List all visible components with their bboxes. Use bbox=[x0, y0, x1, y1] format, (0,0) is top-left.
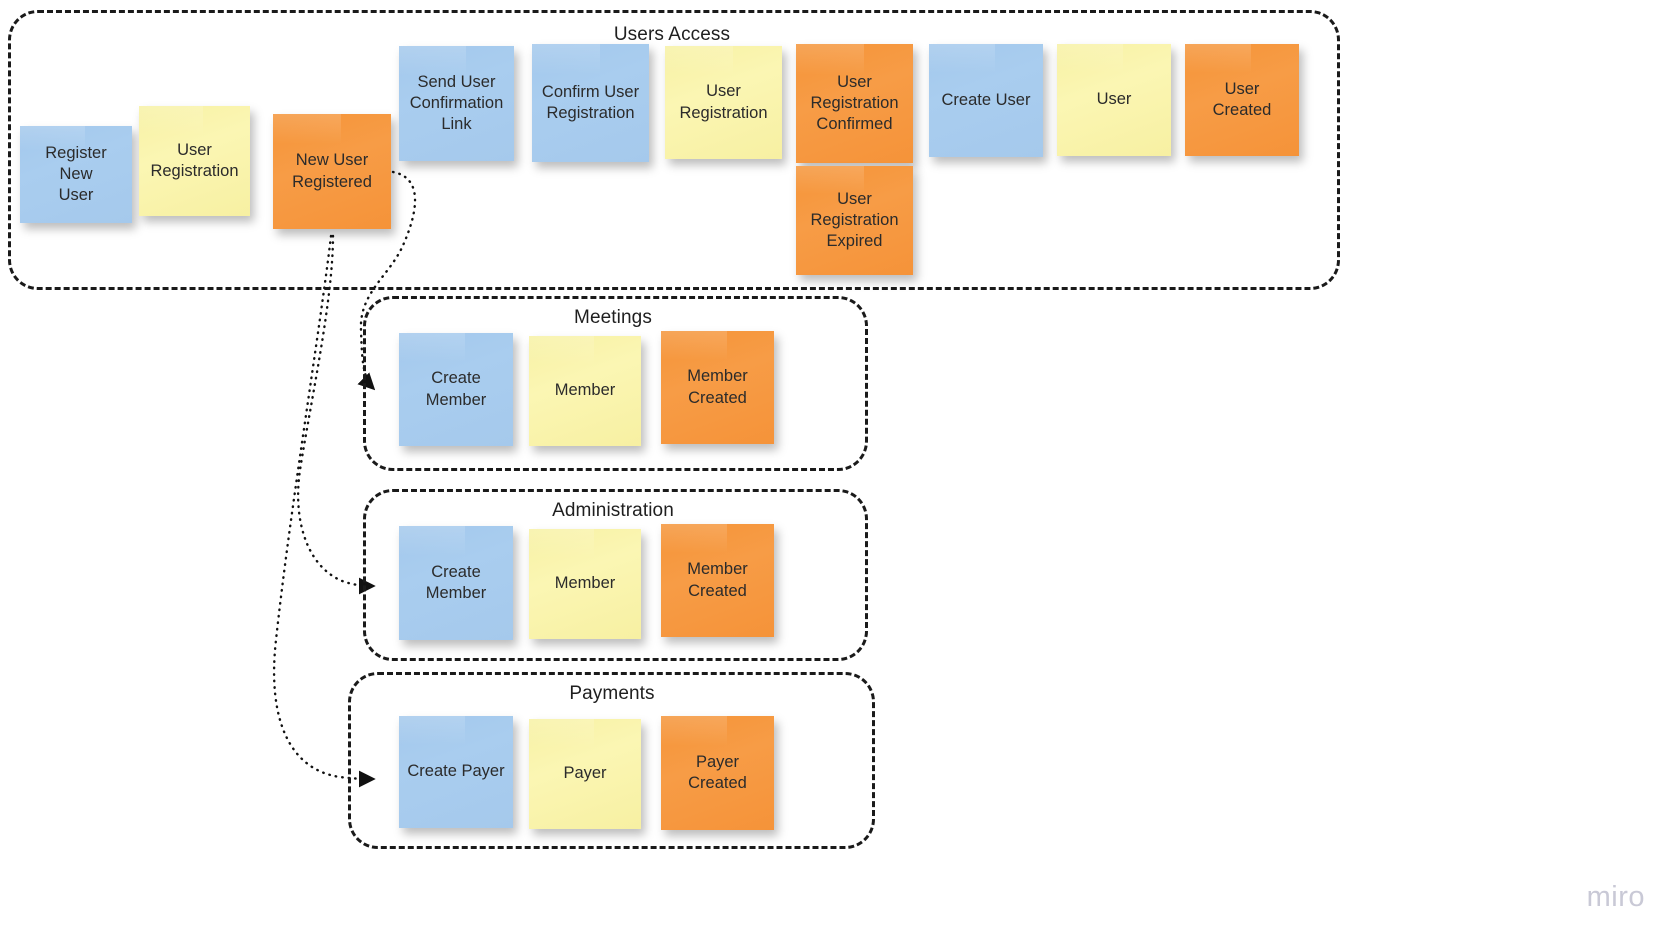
group-title-users-access: Users Access bbox=[613, 24, 731, 45]
sticky-note-user-registration-2[interactable]: User Registration bbox=[665, 46, 782, 159]
sticky-note-member-created-meetings[interactable]: Member Created bbox=[661, 331, 774, 444]
sticky-note-register-new-user[interactable]: Register New User bbox=[20, 126, 132, 223]
sticky-note-payer-created[interactable]: Payer Created bbox=[661, 716, 774, 830]
miro-watermark: miro bbox=[1586, 881, 1645, 913]
group-frame-payments[interactable] bbox=[348, 672, 875, 849]
sticky-note-create-member-meetings[interactable]: Create Member bbox=[399, 333, 513, 446]
group-title-payments: Payments bbox=[569, 683, 655, 704]
group-frame-administration[interactable] bbox=[363, 489, 868, 661]
sticky-note-member-created-administration[interactable]: Member Created bbox=[661, 524, 774, 637]
group-frame-users-access[interactable] bbox=[8, 10, 1340, 290]
sticky-note-create-member-administration[interactable]: Create Member bbox=[399, 526, 513, 640]
sticky-note-user-registration-expired[interactable]: User Registration Expired bbox=[796, 166, 913, 275]
group-title-administration: Administration bbox=[552, 500, 674, 521]
sticky-note-new-user-registered[interactable]: New User Registered bbox=[273, 114, 391, 229]
sticky-note-create-user[interactable]: Create User bbox=[929, 44, 1043, 157]
sticky-note-member-meetings[interactable]: Member bbox=[529, 336, 641, 446]
sticky-note-user-registration-confirmed[interactable]: User Registration Confirmed bbox=[796, 44, 913, 163]
sticky-note-user-created[interactable]: User Created bbox=[1185, 44, 1299, 156]
sticky-note-member-administration[interactable]: Member bbox=[529, 529, 641, 639]
sticky-note-confirm-user-registration[interactable]: Confirm User Registration bbox=[532, 44, 649, 162]
group-frame-meetings[interactable] bbox=[363, 296, 868, 471]
sticky-note-send-user-confirmation-link[interactable]: Send User Confirmation Link bbox=[399, 46, 514, 161]
sticky-note-payer[interactable]: Payer bbox=[529, 719, 641, 829]
sticky-note-create-payer[interactable]: Create Payer bbox=[399, 716, 513, 828]
sticky-note-user[interactable]: User bbox=[1057, 44, 1171, 156]
group-title-meetings: Meetings bbox=[574, 307, 652, 328]
sticky-note-user-registration-1[interactable]: User Registration bbox=[139, 106, 250, 216]
